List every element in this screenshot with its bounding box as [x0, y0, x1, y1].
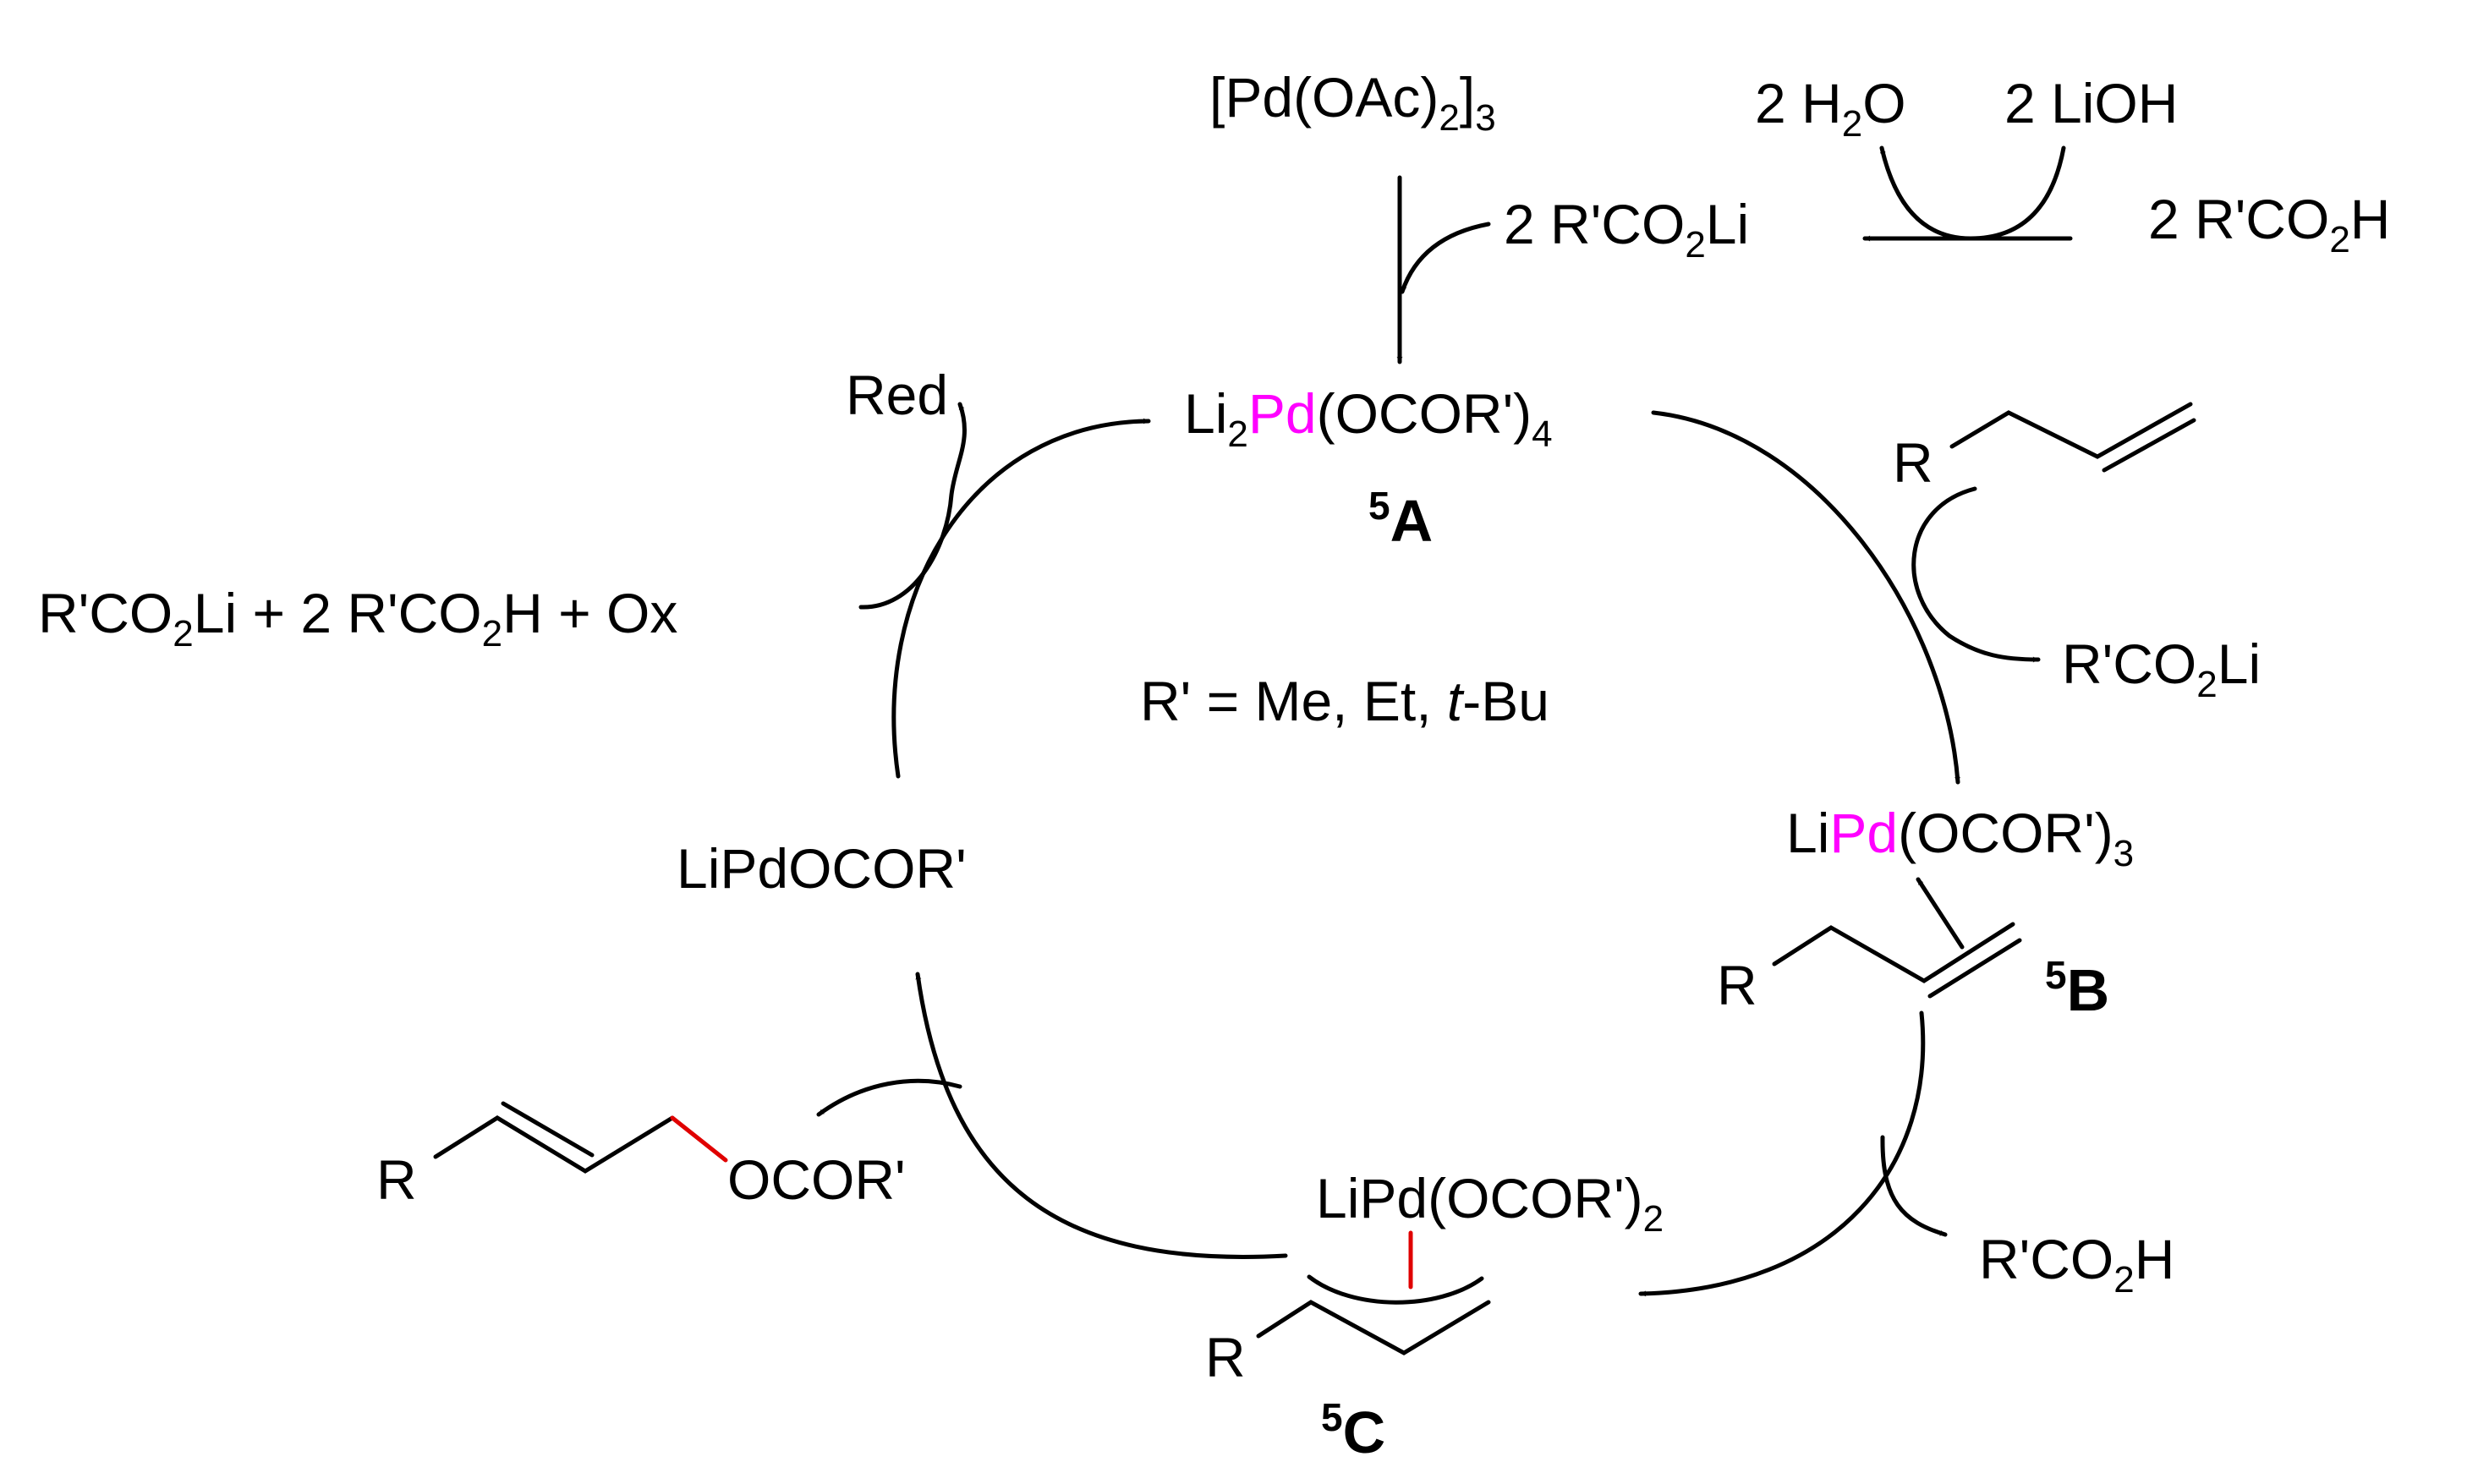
allylic-activation-arc: [1638, 1010, 1926, 1297]
palladium-atom-b: Pd: [1829, 802, 1898, 864]
carboxylate-addition-arrow: [1400, 222, 1491, 294]
carboxylic-acid: 2 R'CO2H: [2148, 188, 2390, 260]
species-c-formula: LiPd(OCOR')2: [1316, 1167, 1664, 1240]
released-acid: R'CO2H: [1979, 1228, 2174, 1301]
reduced-oxidant: Red: [846, 364, 948, 426]
product-ester-group: OCOR': [727, 1148, 906, 1211]
lithium-carboxylate: 2 R'CO2Li: [1504, 193, 1749, 266]
new-c-o-bond: [670, 1115, 728, 1163]
substrate-chain: [1949, 402, 2193, 459]
product-double-bond: [501, 1101, 595, 1158]
species-b-r-group: R: [1717, 954, 1757, 1016]
species-a-label: 5A: [1368, 484, 1433, 554]
species-c-label: 5C: [1321, 1395, 1385, 1465]
lithium-hydroxide: 2 LiOH: [2004, 72, 2178, 134]
species-b-alkene-chain: [1772, 922, 2015, 983]
product-chain: [433, 1115, 675, 1174]
acid-release-arrow: [1880, 1135, 1948, 1237]
species-d-formula: LiPdOCOR': [677, 837, 967, 900]
palladium-atom-a: Pd: [1248, 382, 1317, 445]
reoxidation-arc: [891, 418, 1151, 779]
pi-coordination-arrow: [1916, 877, 1965, 950]
water-formula: 2 H2O: [1755, 72, 1906, 145]
species-b-formula: LiPd(OCOR')3: [1786, 802, 2134, 874]
substrate-r-group: R: [1893, 431, 1933, 494]
product-r-group: R: [376, 1148, 417, 1211]
allyl-delocalization: [1307, 1274, 1484, 1305]
lioh-to-water-arrow: [1879, 145, 2066, 241]
reductive-elimination-arc: [915, 972, 1288, 1259]
species-b-label: 5B: [2045, 953, 2109, 1023]
species-a-formula: Li2Pd(OCOR')4: [1184, 382, 1553, 455]
species-c-r-group: R: [1205, 1326, 1246, 1388]
ligand-exchange-arrow: [1911, 486, 2041, 663]
reoxidation-reagents: R'CO2Li + 2 R'CO2H + Ox: [38, 582, 677, 654]
product-release-arrow: [816, 1078, 962, 1117]
coordination-arc: [1651, 410, 1961, 785]
precatalyst-formula: [Pd(OAc)2]3: [1209, 66, 1496, 139]
released-carboxylate-1: R'CO2Li: [2062, 632, 2261, 705]
substrate-double-bond: [2102, 418, 2196, 473]
allyl-skeleton: [1256, 1300, 1491, 1355]
species-b-double-bond: [1927, 938, 2022, 999]
oxidant-arrow: [858, 402, 967, 610]
substituent-legend: R' = Me, Et, t-Bu: [1140, 670, 1549, 732]
